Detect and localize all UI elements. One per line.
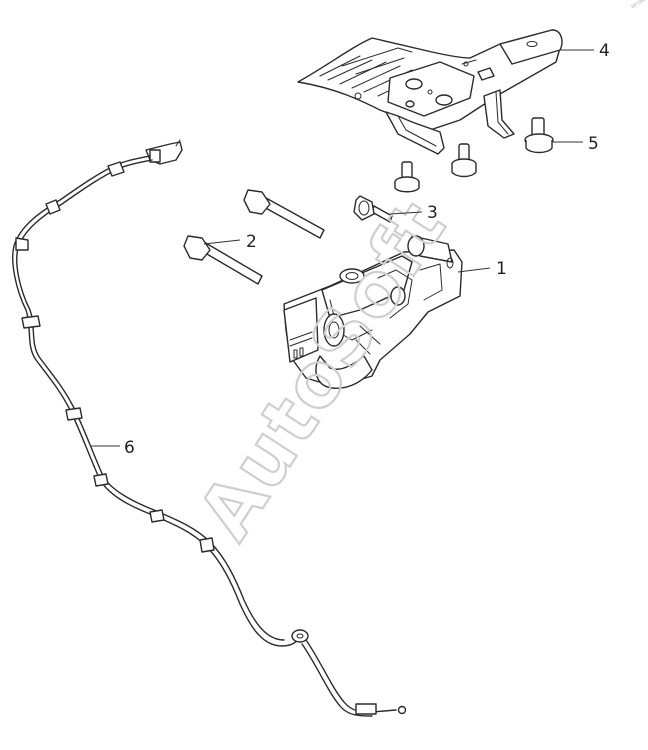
callout-6: 6 xyxy=(124,438,135,458)
part-3-bolt xyxy=(353,195,393,223)
callouts: 1 2 3 4 5 6 xyxy=(90,41,610,458)
part-2-bolts xyxy=(183,189,325,285)
leader-2 xyxy=(203,239,241,245)
callout-3: 3 xyxy=(427,203,438,223)
callout-1: 1 xyxy=(496,259,507,279)
corner-mark: sp-red xyxy=(630,0,647,10)
leader-1 xyxy=(457,267,491,273)
callout-4: 4 xyxy=(599,41,610,61)
part-5-bolts xyxy=(394,117,554,193)
part-1-latch xyxy=(283,235,463,389)
callout-5: 5 xyxy=(588,134,599,154)
watermark-text: AutoSoft xyxy=(182,185,463,554)
watermark: AutoSoft xyxy=(181,184,464,555)
part-6-cable xyxy=(12,139,407,717)
leader-3 xyxy=(389,211,423,215)
callout-2: 2 xyxy=(246,232,257,252)
part-4-bracket xyxy=(297,29,563,155)
